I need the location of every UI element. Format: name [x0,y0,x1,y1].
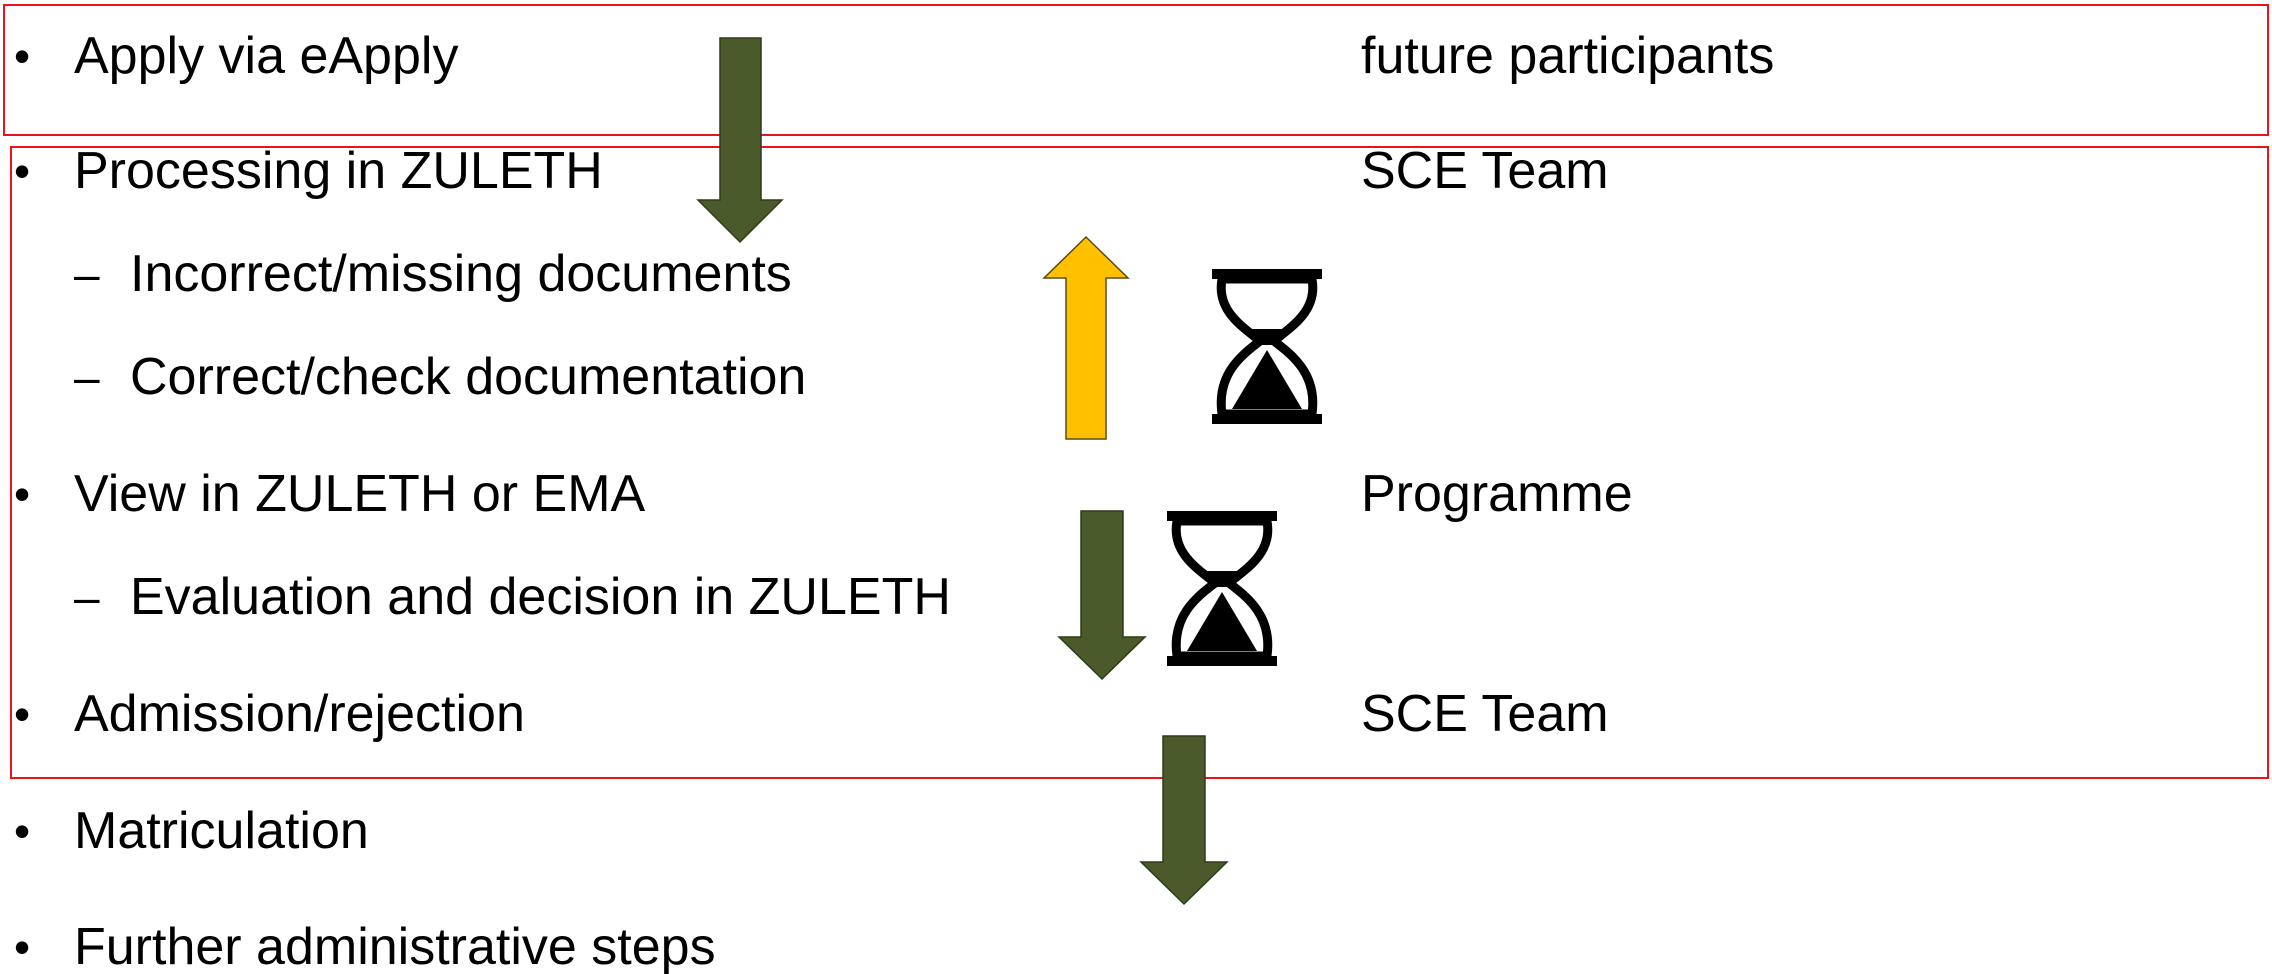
substep-label: Correct/check documentation [130,348,807,406]
bullet-marker: • [14,921,31,973]
arrow-down-icon [1057,510,1147,681]
arrow-down-icon [1139,735,1229,906]
role-programme: Programme [1361,465,1633,523]
step-label: Admission/rejection [74,685,525,743]
participant-step-frame [3,4,2269,136]
hourglass-icon [1167,511,1277,666]
substep-label: Evaluation and decision in ZULETH [130,568,951,626]
substep-label: Incorrect/missing documents [130,245,792,303]
role-future-participants: future participants [1361,27,1775,85]
step-label: Processing in ZULETH [74,142,603,200]
dash-marker: – [74,351,100,403]
bullet-marker: • [14,468,31,520]
step-label: Apply via eApply [74,27,459,85]
bullet-marker: • [14,30,31,82]
bullet-marker: • [14,145,31,197]
step-label: Matriculation [74,802,369,860]
dash-marker: – [74,248,100,300]
bullet-marker: • [14,805,31,857]
role-sce-team: SCE Team [1361,142,1609,200]
dash-marker: – [74,571,100,623]
arrow-down-icon [696,37,784,244]
step-label: View in ZULETH or EMA [74,465,646,523]
arrow-up-icon [1042,235,1130,440]
processing-steps-frame [10,146,2269,779]
role-sce-team-admission: SCE Team [1361,685,1609,743]
step-label: Further administrative steps [74,918,716,974]
bullet-marker: • [14,688,31,740]
hourglass-icon [1212,269,1322,424]
